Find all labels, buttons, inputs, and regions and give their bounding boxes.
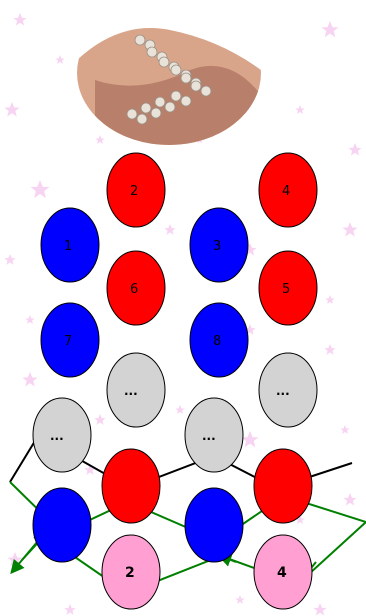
star-icon — [348, 143, 361, 156]
photo-bead — [141, 103, 151, 113]
photo-bead — [127, 109, 137, 119]
beaded-ring-photo — [77, 0, 261, 146]
blue-bead-shape — [185, 488, 243, 562]
photo-bead — [137, 114, 147, 124]
bead-label: 3 — [213, 239, 221, 254]
bead-1: 1 — [41, 208, 99, 282]
bead-label: 6 — [130, 282, 138, 297]
photo-bead — [155, 97, 165, 107]
bead-label: 5 — [282, 282, 290, 297]
bead-gray-d: ... — [185, 398, 243, 472]
photo-bead — [159, 57, 169, 67]
bead-label: ... — [50, 429, 64, 443]
bead-5: 5 — [259, 251, 317, 325]
star-icon — [295, 105, 305, 114]
star-icon — [175, 405, 185, 414]
star-icon — [324, 344, 335, 355]
bead-label: 8 — [213, 334, 221, 349]
bead-red-low-2 — [254, 449, 312, 523]
star-icon — [94, 414, 105, 425]
photo-bead — [181, 73, 191, 83]
bead-label: 1 — [64, 239, 72, 254]
bead-2-top: 2 — [107, 153, 165, 227]
star-icon — [164, 224, 175, 235]
photo-bead — [135, 35, 145, 45]
bead-3: 3 — [190, 208, 248, 282]
star-icon — [13, 13, 26, 26]
photo-bead — [151, 108, 161, 118]
red-bead-shape — [254, 449, 312, 523]
star-icon — [4, 102, 19, 116]
bead-gray-b: ... — [259, 353, 317, 427]
bead-blue-low-2 — [185, 488, 243, 562]
photo-bead — [201, 86, 211, 96]
star-icon — [313, 603, 326, 616]
bead-label: ... — [202, 429, 216, 443]
bead-pink-4: 4 — [254, 535, 312, 609]
bead-label: ... — [276, 384, 290, 398]
star-icon — [25, 315, 35, 324]
bead-label: 2 — [130, 184, 138, 199]
star-icon — [4, 254, 15, 265]
bead-red-low-1 — [102, 449, 160, 523]
photo-bead — [181, 96, 191, 106]
star-icon — [64, 604, 75, 615]
bead-label: 4 — [282, 184, 290, 199]
red-bead-shape — [102, 449, 160, 523]
bead-gray-a: ... — [107, 353, 165, 427]
star-icon — [340, 425, 350, 434]
bead-7: 7 — [41, 303, 99, 377]
star-icon — [325, 295, 335, 304]
bead-label: 4 — [277, 565, 287, 581]
star-icon — [235, 595, 245, 604]
star-icon — [343, 493, 356, 506]
star-icon — [7, 552, 22, 566]
star-icon — [22, 372, 37, 386]
bead-gray-c: ... — [33, 398, 91, 472]
bead-label: 7 — [64, 334, 72, 349]
photo-bead — [171, 91, 181, 101]
star-icon — [31, 180, 50, 198]
bead-label: ... — [124, 384, 138, 398]
blue-bead-shape — [33, 488, 91, 562]
photo-bead — [171, 65, 181, 75]
bead-blue-low-1 — [33, 488, 91, 562]
star-icon — [241, 431, 258, 447]
bead-grid: 2 4 1 3 6 5 7 8............ 2 4 — [33, 153, 317, 609]
bead-pink-2: 2 — [102, 535, 160, 609]
star-icon — [342, 222, 357, 236]
photo-bead — [191, 81, 201, 91]
star-icon — [95, 135, 105, 144]
bead-6: 6 — [107, 251, 165, 325]
bead-8: 8 — [190, 303, 248, 377]
bead-label: 2 — [125, 565, 135, 581]
photo-bead — [165, 102, 175, 112]
star-icon — [55, 55, 65, 64]
star-icon — [321, 21, 338, 37]
bead-4-top: 4 — [259, 153, 317, 227]
photo-bead — [147, 47, 157, 57]
